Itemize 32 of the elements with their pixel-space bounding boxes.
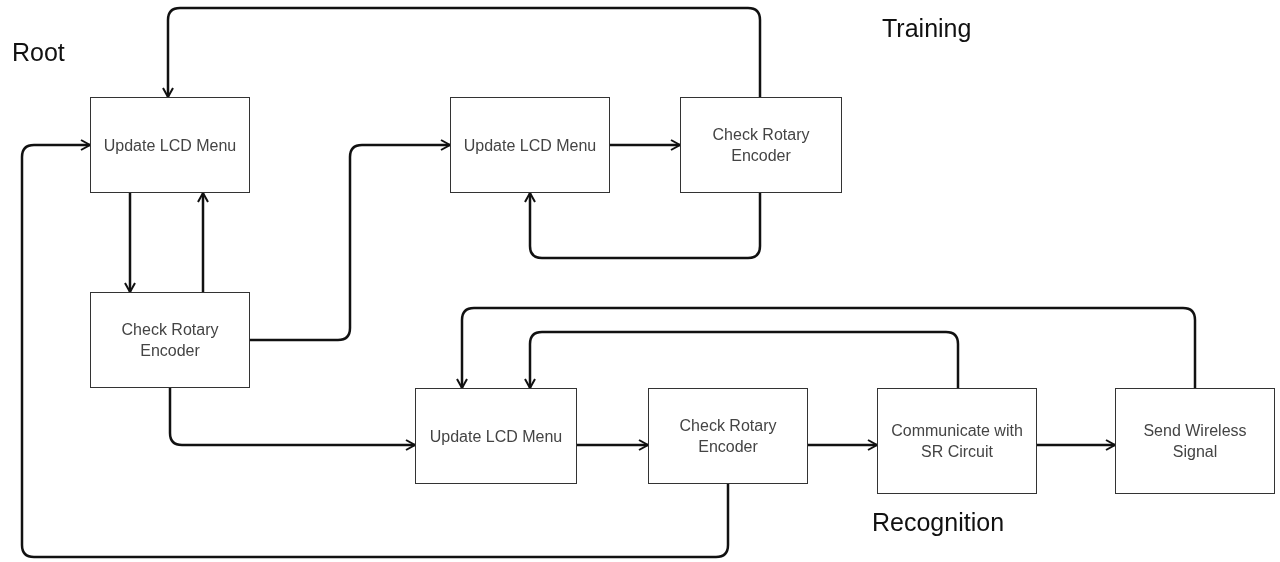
process-box — [415, 388, 577, 484]
arrow — [808, 439, 878, 451]
arrow — [168, 388, 416, 451]
section-heading: Training — [882, 14, 972, 43]
box-label: Check Rotary Encoder — [711, 125, 811, 166]
arrow — [250, 139, 451, 342]
arrow — [197, 192, 209, 292]
section-heading: Root — [12, 38, 65, 67]
arrow — [610, 139, 681, 151]
arrow — [456, 306, 1197, 389]
process-box — [90, 97, 250, 193]
process-box — [1115, 388, 1275, 494]
arrow — [524, 330, 960, 389]
box-label: Send Wireless Signal — [1142, 421, 1248, 462]
box-label: Update LCD Menu — [462, 135, 598, 156]
process-box — [90, 292, 250, 388]
box-label: Check Rotary Encoder — [678, 416, 778, 457]
arrow — [20, 139, 730, 559]
process-box — [648, 388, 808, 484]
process-box — [450, 97, 610, 193]
process-box — [680, 97, 842, 193]
box-label: Communicate with SR Circuit — [890, 421, 1024, 462]
arrow — [162, 6, 762, 98]
arrow — [1037, 439, 1116, 451]
box-label: Update LCD Menu — [428, 426, 564, 447]
arrow — [524, 192, 762, 260]
box-label: Update LCD Menu — [102, 135, 238, 156]
arrow — [577, 439, 649, 451]
arrow — [124, 193, 136, 293]
section-heading: Recognition — [872, 508, 1005, 537]
box-label: Check Rotary Encoder — [120, 320, 220, 361]
process-box — [877, 388, 1037, 494]
